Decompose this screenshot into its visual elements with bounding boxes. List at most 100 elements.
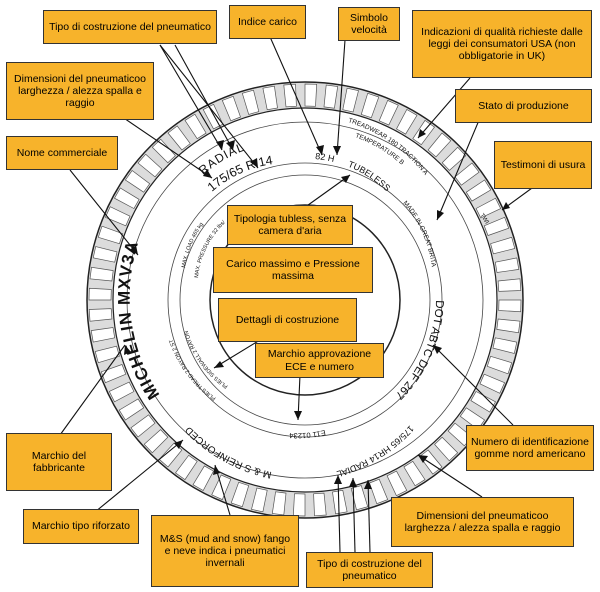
arrow-tipo-costruzione-radial [159,44,223,151]
tread-block [323,84,339,109]
tread-block [100,364,127,384]
label-tipo-costruzione-top: Tipo di costruzione del pneumatico [43,10,217,44]
tread-block [262,85,278,111]
arrowhead-size [250,158,258,168]
arrow-tipo-costruzione-bottom-2 [352,477,356,553]
arrow-dettagli [213,339,261,369]
arrow-heads [124,129,510,489]
tread-block [114,187,140,209]
arrowhead-tipologia [341,175,350,183]
arrowhead-rinforzato [174,440,183,449]
label-marchio-ece: Marchio approvazione ECE e numero [255,343,384,378]
arrow-indicazioni [417,77,471,139]
arrow-marchio-fabbricante [59,344,126,436]
callout-arrows [59,29,544,553]
sidewall-line-2 [167,162,443,438]
tread-block [292,493,306,517]
tread-block [221,95,241,122]
label-stato-produzione: Stato di produzione [455,89,592,123]
tread-block [192,465,214,491]
tread-block [427,132,452,158]
tread-block [124,170,151,193]
sidewall-line-3 [179,174,431,426]
arrowhead-fabbricante [124,345,131,355]
arrow-dimensioni-top [111,109,213,179]
arrowhead-bottom-3 [364,480,372,489]
tread-block [369,478,389,505]
tread-block [89,266,114,282]
tread-block [492,337,518,354]
tread-block [475,197,502,219]
arrowhead-ece [294,411,302,420]
arrow-marchio-rinforzato [94,439,184,513]
tread-block [403,460,426,487]
label-marchio-fabbricante: Marchio del fabbricante [6,433,112,491]
arrow-tipo-costruzione-size [159,44,259,169]
sidewall-line-1 [126,121,484,479]
tread-block [441,146,467,171]
tread-block [175,454,198,481]
arrowhead-indice [316,145,324,155]
tread-block [486,355,513,375]
arrowhead-simbolo [333,146,341,155]
label-testimoni-usura: Testimoni di usura [494,141,592,189]
tread-pattern [88,83,522,517]
tread-block [304,83,318,107]
arrow-tipo-costruzione-bottom-3 [367,479,371,553]
tread-block [94,345,120,364]
arrowhead-numero [433,345,442,354]
tread-block [88,308,113,322]
tread-block [251,487,268,513]
tread-block [241,89,260,115]
arrowhead-dim-bottom [418,455,428,463]
tread-block [378,99,399,126]
tread-block [498,299,522,313]
arrowhead-dettagli [214,361,224,368]
arrowhead-dim-top [203,169,212,178]
tread-block [342,87,359,113]
tread-block [137,153,163,178]
arrowhead-bottom-1 [334,475,342,484]
tread-block [271,491,287,516]
tread-block [496,318,521,334]
tread-block [483,216,510,236]
tire-twi-text: TWI [478,213,489,226]
arrowhead-bottom-2 [349,478,357,487]
label-ms-mud-snow: M&S (mud and snow) fango e neve indica i… [151,515,299,587]
tread-block [283,83,297,108]
tread-block [360,92,380,119]
tread-block [88,287,112,301]
tread-block [465,179,492,202]
arrowhead-radial [216,140,224,150]
tread-block [454,162,480,186]
tread-block [151,138,176,164]
tread-block [97,225,124,245]
tread-block [470,391,496,413]
tread-block [386,470,408,497]
arrow-tipo-costruzione-radial-2 [174,44,234,151]
tread-block [230,481,250,508]
tread-block [434,436,459,462]
arrow-numero-identificazione [432,344,514,426]
label-indicazioni-qualita: Indicazioni di qualità richieste dalle l… [412,10,592,78]
tread-block [350,485,369,511]
tread-block [130,414,156,438]
arrowhead-testimoni [502,202,510,210]
label-simbolo-velocita: Simbolo velocità [338,7,400,41]
tread-block [396,109,418,135]
label-numero-identificazione: Numero di identificazione gomme nord ame… [466,425,594,471]
label-dimensioni-top: Dimensioni del pneumaticoo larghezza / a… [6,62,154,120]
arrowhead-indicazioni [418,129,426,138]
arrow-dimensioni-bottom [417,454,483,498]
arrow-nome-commerciale [69,169,139,256]
tread-block [494,257,520,273]
label-indice-carico: Indice carico [229,5,306,39]
tread-block [104,206,131,227]
label-tipologia-tubless: Tipologia tubless, senza camera d'aria [227,205,353,245]
tread-block [167,125,191,151]
tread-block [108,381,135,403]
arrow-tipo-costruzione-bottom-1 [337,474,341,553]
label-nome-commerciale: Nome commerciale [6,136,118,170]
arrow-stato-produzione [436,105,486,221]
